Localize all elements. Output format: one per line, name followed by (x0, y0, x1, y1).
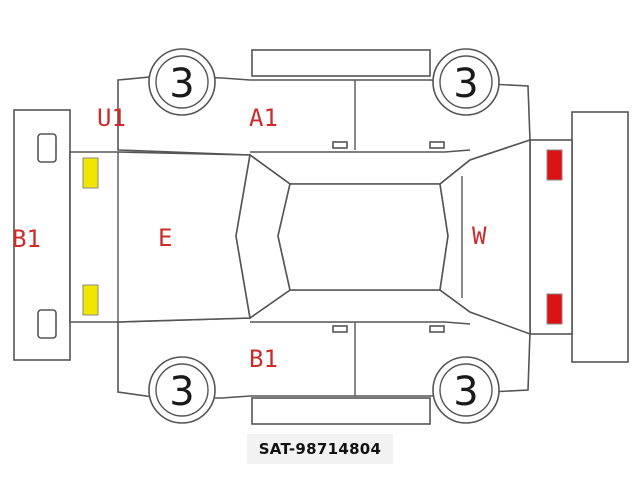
rear-bumper (571, 111, 629, 363)
wheel-front-left-number: 3 (169, 61, 194, 107)
wheel-rear-left-number: 3 (453, 61, 478, 107)
front-bumper-notch-top (37, 133, 57, 163)
wheel-rear-left: 3 (432, 48, 500, 116)
code-front-door-top: A1 (249, 104, 278, 132)
door-handle-top-rear (429, 141, 445, 149)
roof-rail-bottom (251, 397, 431, 425)
reference-number-box: SAT-98714804 (247, 434, 393, 464)
roof-rail-top (251, 49, 431, 77)
wheel-front-left: 3 (148, 48, 216, 116)
front-bumper-notch-bottom (37, 309, 57, 339)
code-rear-glass: W (472, 222, 487, 250)
door-handle-bottom-front (332, 325, 348, 333)
code-front-corner: U1 (97, 104, 126, 132)
roof (277, 183, 449, 291)
headlight-marker-bottom (82, 284, 99, 316)
taillight-marker-top (546, 149, 563, 181)
side-panel-top-sill (250, 149, 471, 153)
wheel-front-right: 3 (148, 356, 216, 424)
code-hood: E (158, 224, 172, 252)
reference-number: SAT-98714804 (258, 440, 382, 458)
code-front-door-bottom: B1 (249, 345, 278, 373)
taillight-marker-bottom (546, 293, 563, 325)
side-panel-bottom-sill (250, 321, 471, 325)
headlight-marker-top (82, 157, 99, 189)
wheel-rear-right-number: 3 (453, 369, 478, 415)
code-front-bumper: B1 (12, 225, 41, 253)
door-handle-top-front (332, 141, 348, 149)
wheel-rear-right: 3 (432, 356, 500, 424)
wheel-front-right-number: 3 (169, 369, 194, 415)
door-handle-bottom-rear (429, 325, 445, 333)
